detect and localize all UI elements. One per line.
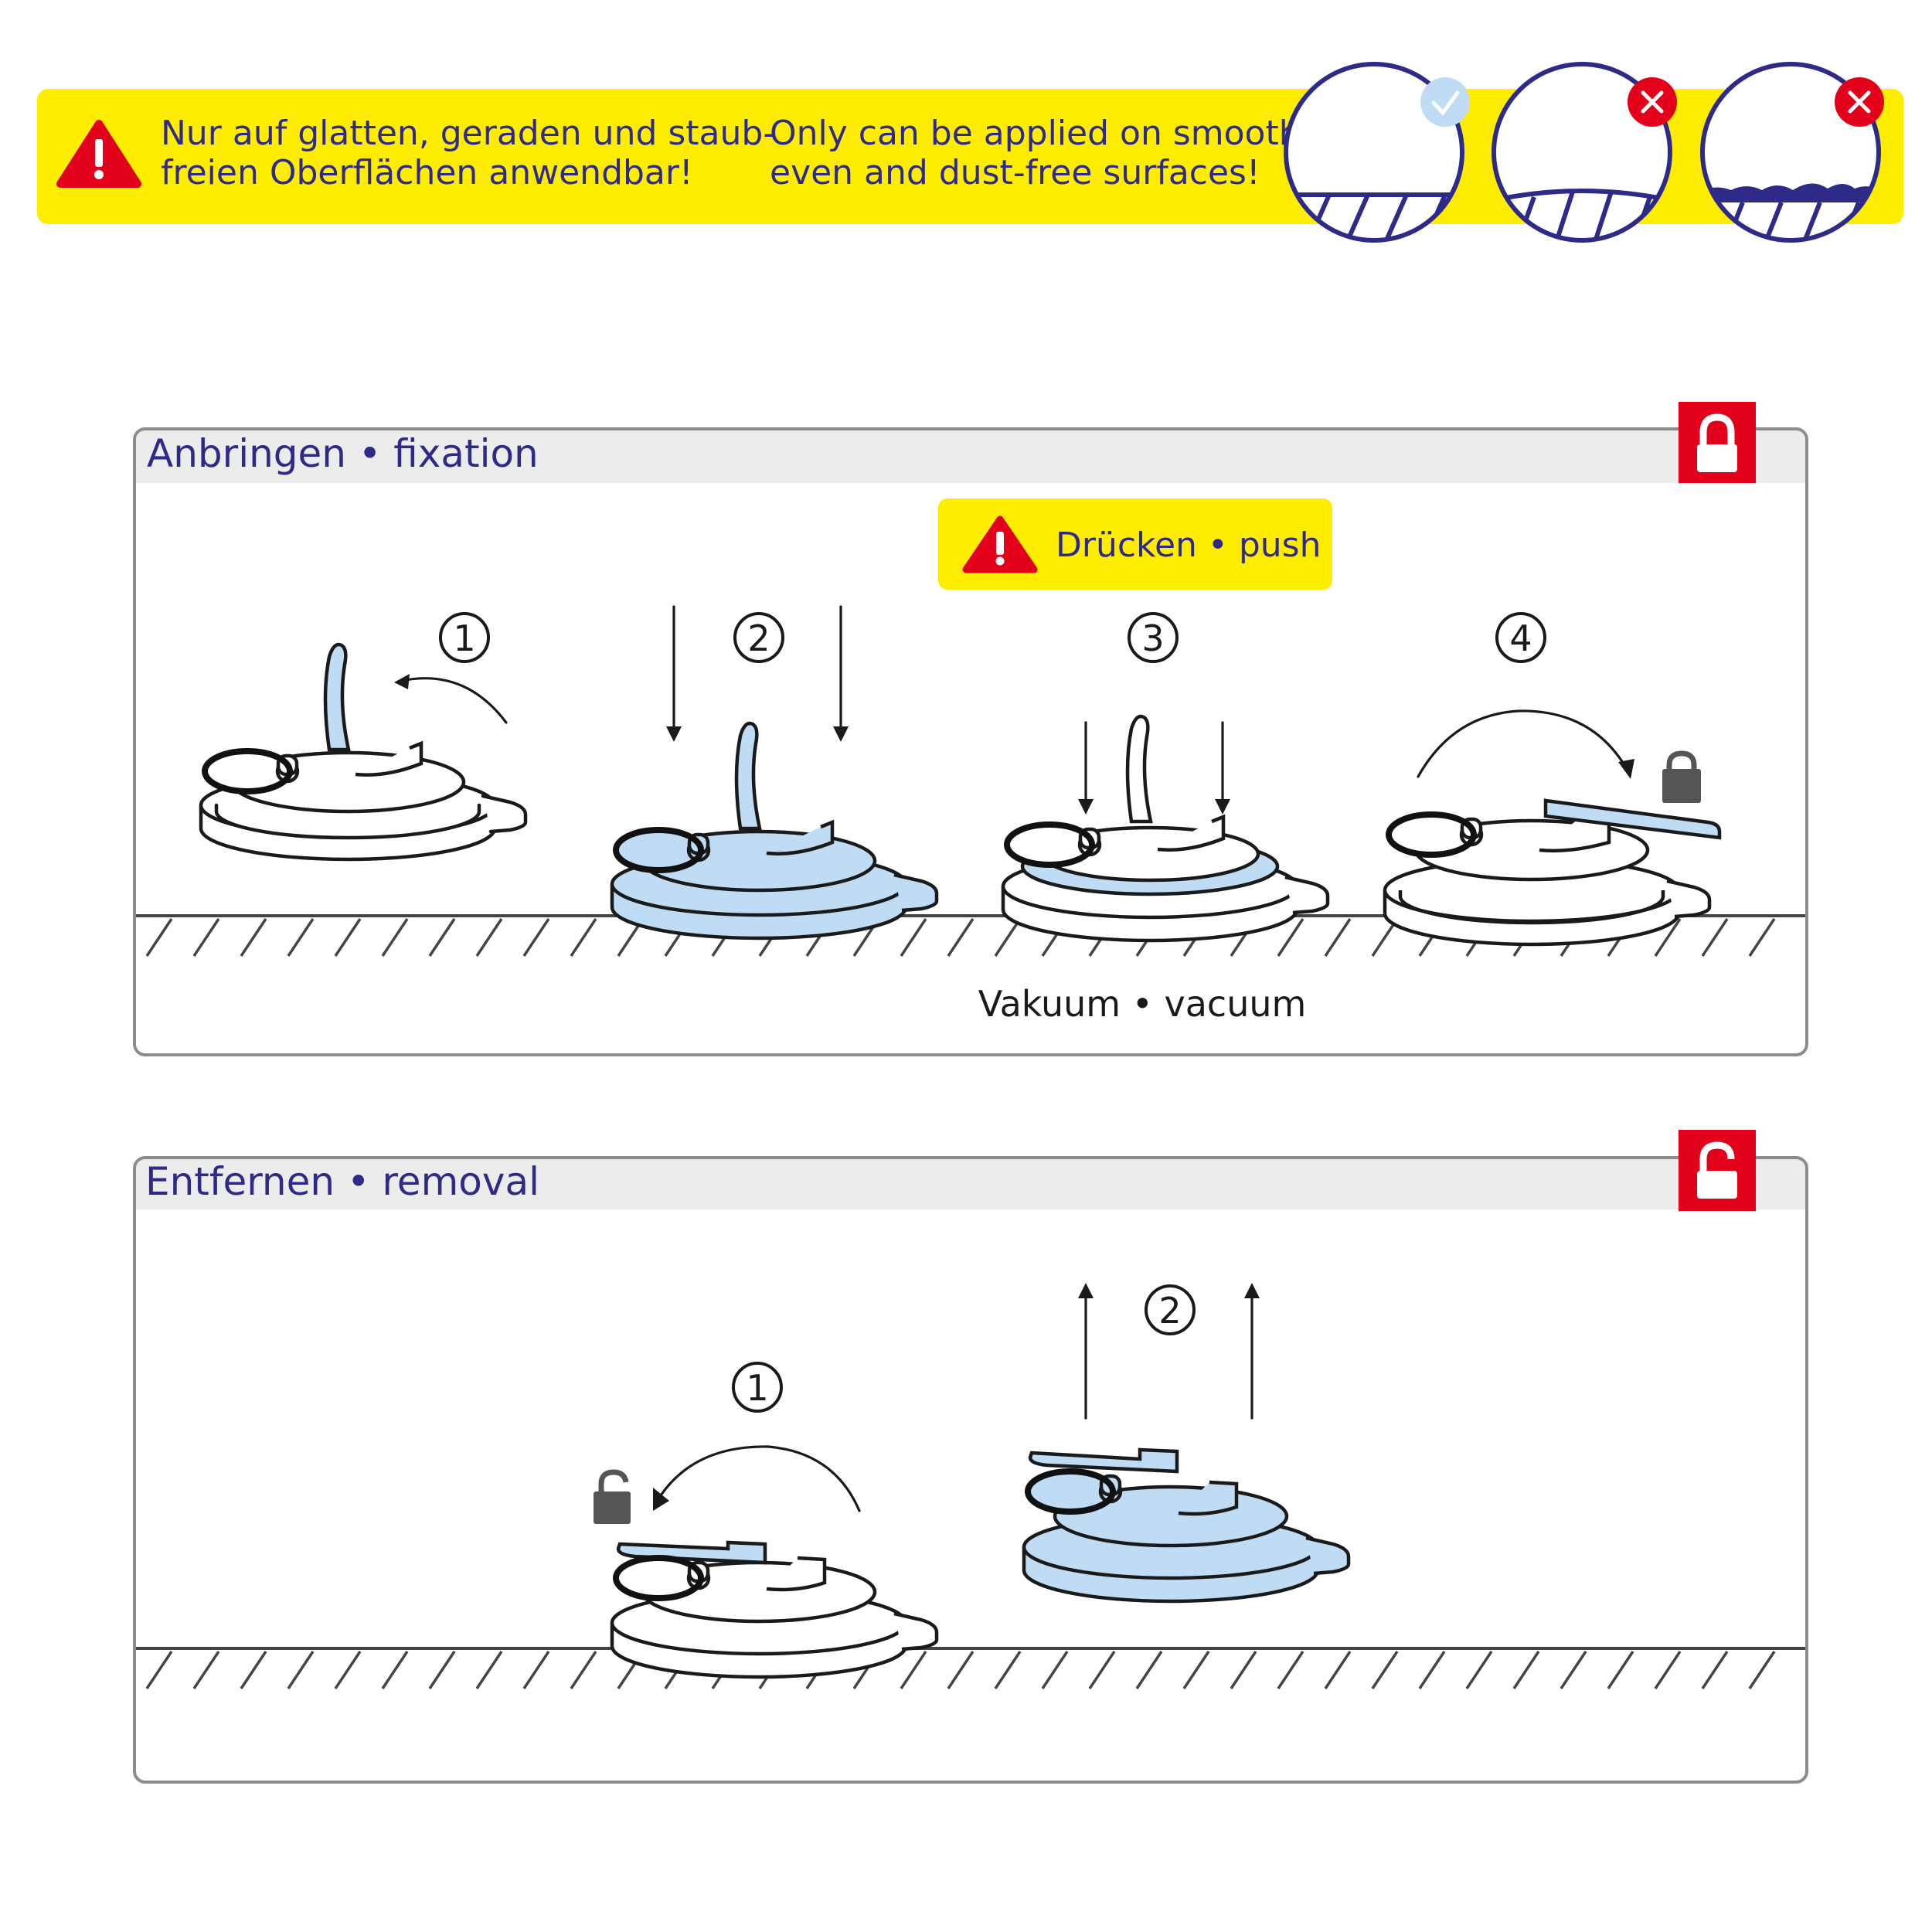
- hatch-line: [1277, 1651, 1304, 1689]
- fixation-step-numbers: 1 2 3 4: [439, 612, 1546, 663]
- step-3-label: 3: [1141, 617, 1164, 659]
- removal-step-2-label: 2: [1158, 1290, 1181, 1332]
- suction-cup-step1: [201, 645, 526, 859]
- hatch-line: [1135, 1651, 1163, 1689]
- hatch-line: [287, 1651, 315, 1689]
- suction-cup-step4: [1383, 801, 1719, 947]
- vacuum-label: Vakuum • vacuum: [978, 983, 1307, 1025]
- down-arrows-step3: [1078, 721, 1230, 815]
- hatch-line: [192, 918, 220, 957]
- hatch-line: [1560, 1651, 1587, 1689]
- warning-triangle-icon: [962, 515, 1038, 573]
- step-4-label: 4: [1509, 617, 1532, 659]
- fixation-header-bar: [136, 430, 1805, 483]
- hatch-line: [522, 1651, 550, 1689]
- hatch-line: [994, 1651, 1022, 1689]
- hatch-line: [900, 1651, 927, 1689]
- fixation-panel: Anbringen • fixation Drücken • push 1: [133, 402, 1808, 1056]
- warning-triangle-icon: [56, 120, 141, 188]
- hatch-line: [1748, 1651, 1776, 1689]
- hatch-line: [522, 918, 550, 957]
- push-warning-note: Drücken • push: [938, 498, 1332, 590]
- cross-icon: [1835, 77, 1884, 127]
- cross-icon: [1628, 77, 1677, 127]
- hatch-line: [240, 1651, 267, 1689]
- hatch-line: [287, 918, 315, 957]
- removal-header-bar: [136, 1159, 1805, 1209]
- removal-step-numbers: 1 2: [732, 1284, 1196, 1413]
- banner-text-de-line1: Nur auf glatten, geraden und staub-: [161, 114, 775, 153]
- checkmark-icon: [1420, 77, 1470, 127]
- push-note-text: Drücken • push: [1056, 526, 1321, 565]
- step-1-label: 1: [453, 617, 475, 659]
- hatch-line: [1465, 1651, 1493, 1689]
- hatch-line: [334, 1651, 362, 1689]
- surface-dusty-icon: [1700, 62, 1884, 243]
- banner-text-en-line2: even and dust-free surfaces!: [770, 153, 1260, 192]
- suction-cup-removal2: [1022, 1447, 1351, 1604]
- hatch-line: [1371, 1651, 1399, 1689]
- lock-closed-gray-icon: [1662, 750, 1701, 803]
- step-2-label: 2: [747, 617, 770, 659]
- rotate-arrow-step1: [396, 677, 508, 724]
- hatch-line: [1324, 918, 1352, 957]
- rotate-arrow-step4: [1417, 709, 1628, 778]
- rotate-arrow-removal1: [659, 1445, 861, 1512]
- hatch-line: [1654, 918, 1682, 957]
- suction-cup-step2: [610, 723, 939, 940]
- banner-text-en-line1: Only can be applied on smooth,: [770, 114, 1311, 153]
- lock-closed-icon: [1679, 402, 1756, 483]
- surface-smooth-icon: [1284, 62, 1470, 243]
- hatch-line: [381, 1651, 409, 1689]
- fixation-title: Anbringen • fixation: [147, 431, 539, 476]
- hatch-line: [570, 918, 597, 957]
- hatch-line: [1041, 1651, 1069, 1689]
- hatch-line: [1701, 918, 1729, 957]
- removal-step-1-label: 1: [746, 1367, 768, 1409]
- suction-cup-step3: [1001, 716, 1330, 943]
- banner-text-de-line2: freien Oberflächen anwendbar!: [161, 153, 693, 192]
- removal-title: Entfernen • removal: [145, 1159, 539, 1204]
- hatch-line: [1182, 1651, 1210, 1689]
- surface-warning-banner: Nur auf glatten, geraden und staub- frei…: [37, 62, 1903, 243]
- lock-open-icon: [1679, 1130, 1756, 1211]
- hatch-line: [947, 1651, 975, 1689]
- suction-cup-removal1: [610, 1540, 939, 1679]
- hatch-line: [145, 1651, 173, 1689]
- hatch-line: [240, 918, 267, 957]
- hatch-line: [1277, 918, 1304, 957]
- surface-curved-icon: [1492, 62, 1677, 243]
- removal-panel-frame: [133, 1156, 1808, 1784]
- hatch-line: [1512, 1651, 1540, 1689]
- hatch-line: [1088, 1651, 1116, 1689]
- hatch-line: [145, 918, 173, 957]
- hatch-line: [1418, 1651, 1446, 1689]
- hatch-line: [994, 918, 1022, 957]
- hatch-line: [475, 918, 503, 957]
- hatch-line: [428, 1651, 456, 1689]
- hatch-line: [1748, 918, 1776, 957]
- hatch-line: [900, 918, 927, 957]
- hatch-line: [334, 918, 362, 957]
- hatch-line: [1230, 1651, 1257, 1689]
- removal-panel: Entfernen • removal 1 2: [133, 1130, 1808, 1784]
- hatch-line: [1324, 1651, 1352, 1689]
- hatch-line: [475, 1651, 503, 1689]
- hatch-line: [192, 1651, 220, 1689]
- hatch-line: [1701, 1651, 1729, 1689]
- down-arrows-step2: [666, 605, 849, 742]
- hatch-line: [381, 918, 409, 957]
- hatch-line: [570, 1651, 597, 1689]
- hatch-line: [1654, 1651, 1682, 1689]
- hatch-line: [428, 918, 456, 957]
- hatch-line: [947, 918, 975, 957]
- lock-open-gray-icon: [594, 1469, 631, 1524]
- up-arrows-removal2: [1078, 1283, 1260, 1420]
- hatch-line: [1607, 1651, 1634, 1689]
